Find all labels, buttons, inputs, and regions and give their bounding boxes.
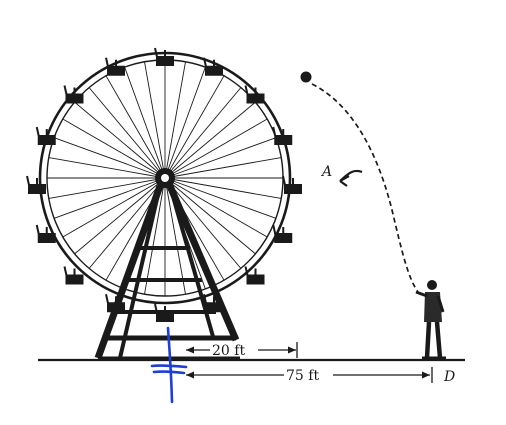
label-a: A: [320, 164, 332, 180]
wheel-seat: [203, 57, 223, 76]
wheel-seat: [63, 266, 84, 285]
wheel-spoke: [53, 137, 166, 179]
wheel-spoke: [62, 177, 166, 238]
dimension-75ft: [186, 367, 433, 383]
wheel-spoke: [164, 177, 186, 295]
wheel-spoke: [164, 177, 282, 199]
wheel-spoke: [164, 137, 277, 179]
wheel-spoke: [48, 177, 166, 199]
wheel-spoke: [62, 118, 166, 179]
wheel-seat: [244, 266, 265, 285]
wheel-spoke: [164, 75, 225, 179]
ball-icon: [300, 71, 312, 83]
wheel-spoke: [164, 157, 282, 179]
wheel-spoke: [164, 177, 277, 219]
ball-trajectory: [311, 83, 419, 293]
wheel-seat: [35, 126, 56, 146]
wheel-seat: [154, 47, 174, 66]
wheel-seat: [244, 85, 265, 104]
wheel-spoke: [88, 177, 166, 269]
wheel-spoke: [164, 66, 206, 179]
handwritten-cross-icon: [150, 326, 188, 404]
wheel-spoke: [144, 61, 166, 179]
wheel-spoke: [48, 157, 166, 179]
label-d: D: [443, 369, 455, 385]
wheel-spoke: [164, 177, 256, 255]
wheel-spoke: [164, 177, 268, 238]
wheel-spoke: [164, 118, 268, 179]
label-75ft: 75 ft: [286, 368, 319, 384]
wheel-spoke: [53, 177, 166, 219]
wheel-seat: [272, 126, 293, 146]
wheel-spoke: [74, 177, 166, 255]
wheel-seat: [35, 224, 56, 243]
wheel-seat: [63, 85, 84, 104]
wheel-spoke: [144, 177, 166, 295]
wheel-spoke: [124, 66, 166, 179]
wheel-seat: [272, 224, 293, 243]
wheel-seat: [105, 57, 126, 76]
wheel-spoke: [164, 177, 242, 269]
wheel-spoke: [164, 87, 242, 179]
wheel-spoke: [105, 75, 166, 179]
wheel-spoke: [164, 61, 186, 179]
wheel-spoke: [74, 101, 166, 179]
person-icon: [415, 280, 446, 360]
wheel-spoke: [88, 87, 166, 179]
wheel-seat: [282, 175, 302, 194]
label-20ft: 20 ft: [212, 343, 245, 359]
wheel-seat: [26, 175, 46, 194]
wheel-spoke: [164, 101, 256, 179]
support-frame: [94, 184, 240, 360]
direction-arrow-icon: [339, 169, 363, 187]
dimension-20ft: [186, 342, 298, 358]
